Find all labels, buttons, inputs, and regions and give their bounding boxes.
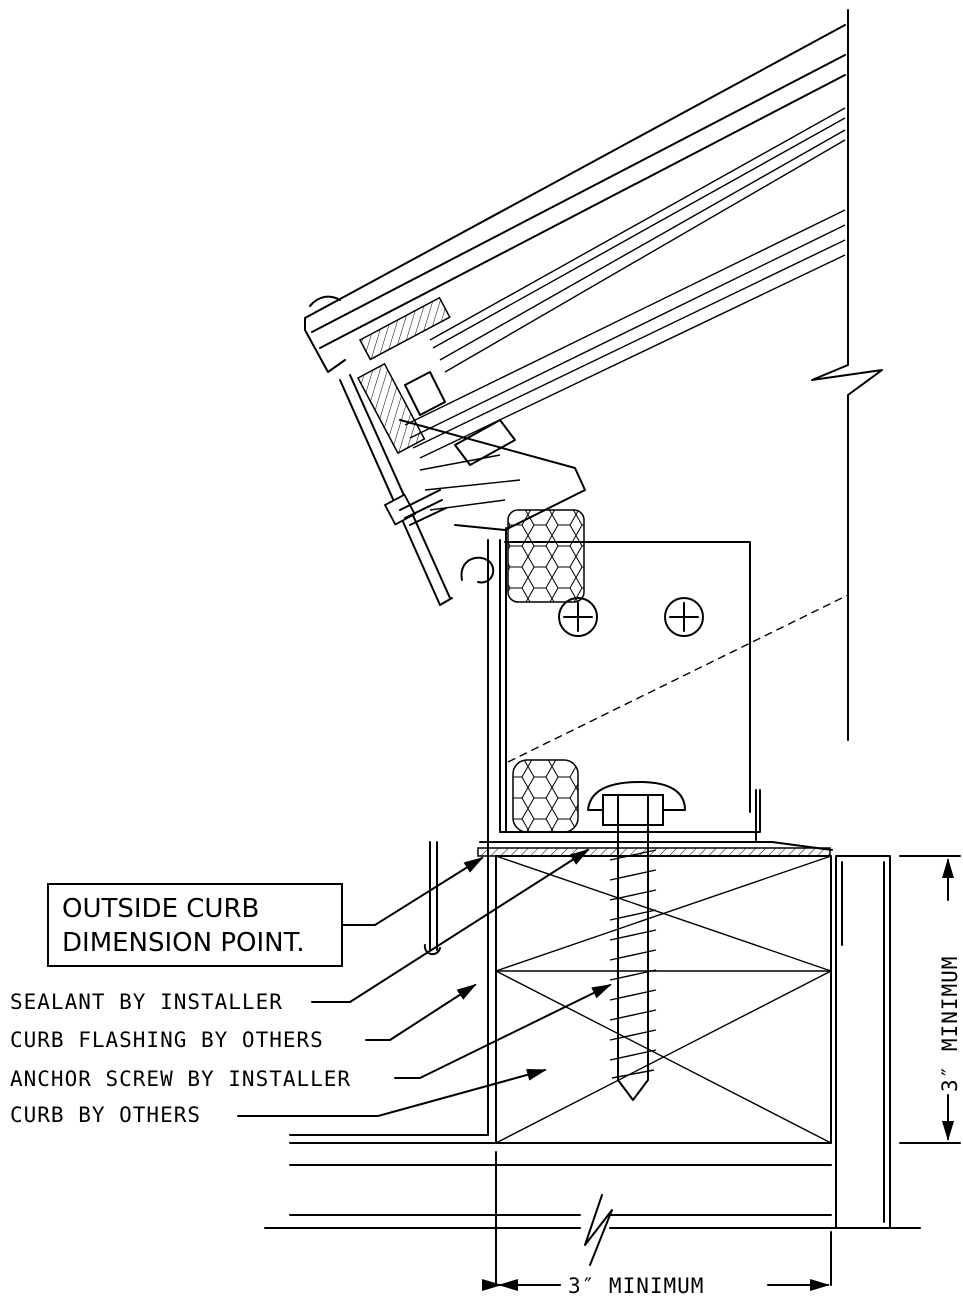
dimension-vertical-label: 3″ MINIMUM	[938, 956, 962, 1092]
leader-curb-flashing	[365, 983, 477, 1041]
curb	[264, 831, 921, 1286]
callout-line-2: DIMENSION POINT.	[62, 928, 305, 958]
callout-box: OUTSIDE CURB DIMENSION POINT.	[47, 856, 484, 967]
anchor-screw	[609, 824, 657, 1101]
labels: SEALANT BY INSTALLER CURB FLASHING BY OT…	[10, 848, 612, 1127]
vertical-dimension: 3″ MINIMUM	[899, 855, 962, 1144]
callout-leader	[341, 856, 484, 926]
label-sealant: SEALANT BY INSTALLER	[10, 990, 283, 1014]
leader-curb	[237, 1068, 547, 1117]
label-anchor-screw: ANCHOR SCREW BY INSTALLER	[10, 1067, 351, 1091]
leader-sealant	[311, 848, 590, 1003]
leader-anchor-screw	[394, 984, 612, 1079]
callout-line-1: OUTSIDE CURB	[62, 894, 259, 924]
frame-extrusion	[487, 509, 849, 841]
horizontal-dimension: 3″ MINIMUM	[482, 1274, 830, 1298]
label-curb-flashing: CURB FLASHING BY OTHERS	[10, 1028, 324, 1052]
wall-line	[811, 9, 883, 741]
label-curb: CURB BY OTHERS	[10, 1103, 201, 1127]
dimension-horizontal-label: 3″ MINIMUM	[568, 1274, 704, 1298]
sloped-glazing-assembly	[304, 24, 846, 606]
